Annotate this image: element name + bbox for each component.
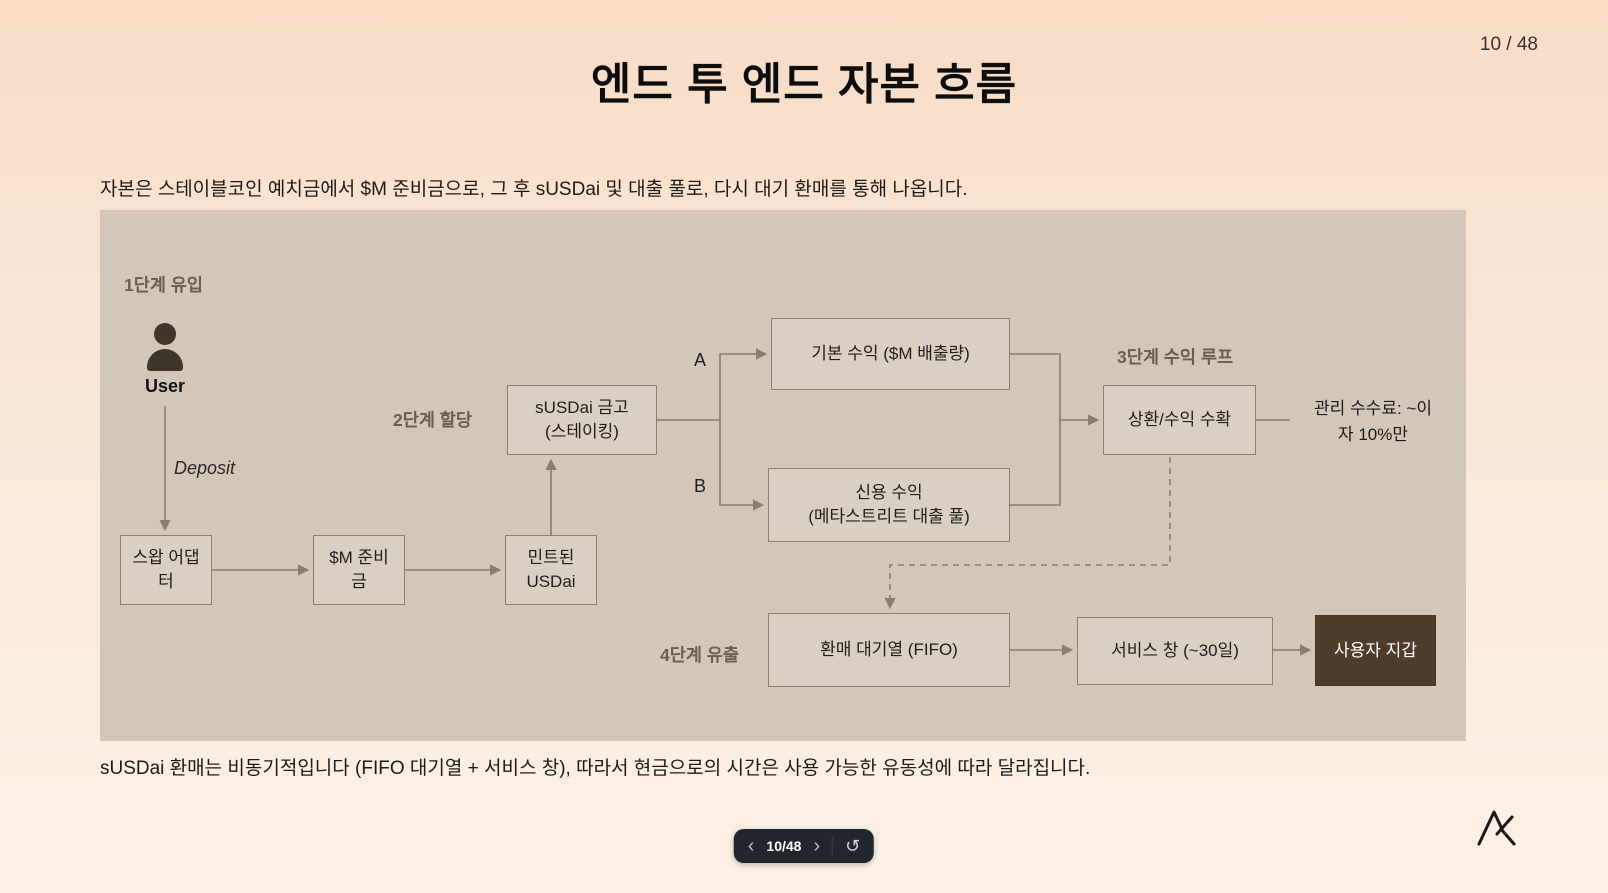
user-icon xyxy=(147,323,183,371)
subtitle: 자본은 스테이블코인 예치금에서 $M 준비금으로, 그 후 sUSDai 및 … xyxy=(100,179,968,200)
node-minted-usdai: 민트된 USDai xyxy=(505,535,597,605)
node-swap-adapter: 스왑 어댑터 xyxy=(120,535,212,605)
branch-a-label: A xyxy=(694,350,707,370)
stage1-label: 1단계 유입 xyxy=(124,275,203,295)
flow-diagram-panel: 1단계 유입 2단계 할당 3단계 수익 루프 4단계 유출 User Depo… xyxy=(100,210,1466,741)
reset-button[interactable]: ↺ xyxy=(841,837,864,855)
deposit-label: Deposit xyxy=(174,458,236,478)
connector-lines xyxy=(159,348,1312,656)
node-harvest: 상환/수익 수확 xyxy=(1103,385,1256,455)
management-fee-note: 관리 수수료: ~이 자 10%만 xyxy=(1314,399,1432,444)
node-user-wallet: 사용자 지갑 xyxy=(1315,615,1436,686)
brand-logo xyxy=(1476,807,1524,847)
user-label: User xyxy=(144,376,186,396)
user-icon-body xyxy=(147,349,183,371)
slide-nav: ‹ 10/48 › ↺ xyxy=(733,829,875,863)
branch-b-label: B xyxy=(694,476,707,496)
slide-counter: 10/48 xyxy=(766,838,802,854)
page-indicator: 10 / 48 xyxy=(1479,34,1538,55)
user-icon-head xyxy=(154,323,176,345)
footnote: sUSDai 환매는 비동기적입니다 (FIFO 대기열 + 서비스 창), 따… xyxy=(100,758,1091,779)
stage4-label: 4단계 유출 xyxy=(660,645,739,665)
node-service-window: 서비스 창 (~30일) xyxy=(1077,617,1273,685)
nav-divider xyxy=(832,837,834,855)
node-m-reserve: $M 준비금 xyxy=(313,535,405,605)
stage3-label: 3단계 수익 루프 xyxy=(1117,347,1234,367)
node-redemption-queue: 환매 대기열 (FIFO) xyxy=(768,613,1010,687)
brand-logo-icon xyxy=(1477,810,1516,846)
stage2-label: 2단계 할당 xyxy=(393,410,472,430)
page-title: 엔드 투 엔드 자본 흐름 xyxy=(590,60,1018,109)
node-credit-yield: 신용 수익 (메타스트리트 대출 풀) xyxy=(768,468,1010,542)
prev-slide-button[interactable]: ‹ xyxy=(744,836,759,856)
node-susdai-vault: sUSDai 금고 (스테이킹) xyxy=(507,385,657,455)
next-slide-button[interactable]: › xyxy=(809,836,824,856)
node-base-yield: 기본 수익 ($M 배출량) xyxy=(771,318,1010,390)
